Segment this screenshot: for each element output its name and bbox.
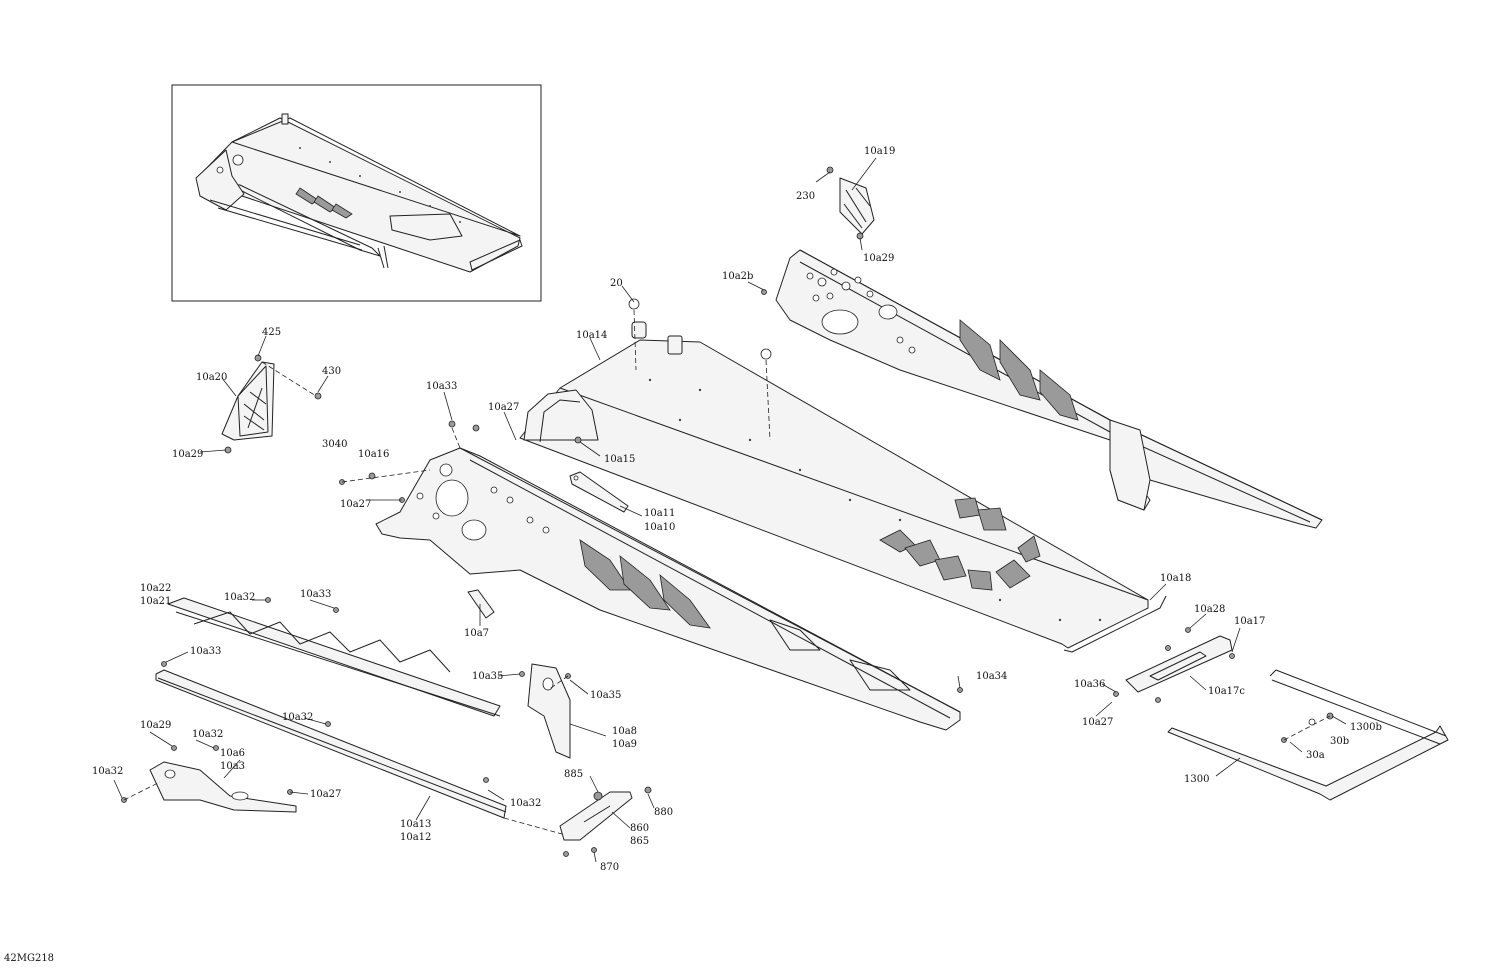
fasteners: [121, 166, 1334, 857]
label-230: 230: [796, 191, 815, 202]
label-10a17: 10a17: [1234, 616, 1265, 627]
assembly-lines: [123, 309, 1331, 835]
plate-860: [559, 791, 633, 841]
label-10a27: 10a27: [340, 499, 371, 510]
label-10a32: 10a32: [92, 766, 123, 777]
bracket-10a11: [569, 471, 629, 513]
label-10a16: 10a16: [358, 449, 389, 460]
label-10a27: 10a27: [310, 789, 341, 800]
label-1300b: 1300b: [1350, 722, 1382, 733]
strip-10a18: [1063, 595, 1167, 653]
label-30b: 30b: [1330, 736, 1349, 747]
label-10a33: 10a33: [300, 589, 331, 600]
tunnel-top-panel: [519, 321, 1149, 649]
label-10a32: 10a32: [510, 798, 541, 809]
label-1300: 1300: [1184, 774, 1209, 785]
label-10a8: 10a8: [612, 726, 637, 737]
label-865: 865: [630, 836, 649, 847]
label-10a33: 10a33: [426, 381, 457, 392]
label-10a35: 10a35: [590, 690, 621, 701]
label-10a29: 10a29: [863, 253, 894, 264]
label-10a34: 10a34: [976, 671, 1007, 682]
label-870: 870: [600, 862, 619, 873]
overview-assembly-drawing: [195, 113, 523, 273]
label-10a18: 10a18: [1160, 573, 1191, 584]
label-10a17c: 10a17c: [1208, 686, 1245, 697]
label-10a28: 10a28: [1194, 604, 1225, 615]
label-3040: 3040: [322, 439, 347, 450]
front-reinforcement-10a6: [149, 761, 297, 813]
label-10a27: 10a27: [1082, 717, 1113, 728]
label-880: 880: [654, 807, 673, 818]
label-20: 20: [610, 278, 623, 289]
label-10a36: 10a36: [1074, 679, 1105, 690]
label-10a3: 10a3: [220, 761, 245, 772]
label-10a9: 10a9: [612, 739, 637, 750]
label-10a2b: 10a2b: [722, 271, 753, 282]
label-425: 425: [262, 327, 281, 338]
part-labels: 10a19 230 10a29 10a2b 20 10a14 425 10a20…: [4, 146, 1382, 964]
label-10a32: 10a32: [224, 592, 255, 603]
label-10a32: 10a32: [282, 712, 313, 723]
label-10a7: 10a7: [464, 628, 489, 639]
bumper-1300: [1167, 669, 1449, 801]
label-885: 885: [564, 769, 583, 780]
running-board-10a22: [167, 597, 501, 717]
leader-lines: [113, 157, 1347, 863]
label-10a21: 10a21: [140, 596, 171, 607]
label-10a29: 10a29: [140, 720, 171, 731]
overview-inset: [171, 84, 542, 302]
label-10a20: 10a20: [196, 372, 227, 383]
label-10a12: 10a12: [400, 832, 431, 843]
label-10a10: 10a10: [644, 522, 675, 533]
front-bracket-10a20: [221, 361, 275, 441]
label-10a19: 10a19: [864, 146, 895, 157]
bracket-10a7: [467, 589, 495, 619]
label-10a35: 10a35: [472, 671, 503, 682]
label-430: 430: [322, 366, 341, 377]
left-side-rail: [375, 447, 961, 731]
plate-10a8: [527, 663, 571, 759]
label-860: 860: [630, 823, 649, 834]
label-10a11: 10a11: [644, 508, 675, 519]
label-10a15: 10a15: [604, 454, 635, 465]
rear-bracket-10a19: [839, 177, 875, 235]
label-10a13: 10a13: [400, 819, 431, 830]
diagram-code: 42MG218: [4, 953, 54, 964]
label-10a6: 10a6: [220, 748, 245, 759]
label-10a32: 10a32: [192, 729, 223, 740]
label-10a33: 10a33: [190, 646, 221, 657]
lower-edge-10a13: [155, 669, 507, 819]
label-30a: 30a: [1306, 750, 1325, 761]
label-10a29: 10a29: [172, 449, 203, 460]
label-10a14: 10a14: [576, 330, 607, 341]
label-10a22: 10a22: [140, 583, 171, 594]
right-side-rail: [775, 249, 1323, 529]
label-10a27: 10a27: [488, 402, 519, 413]
plate-10a17: [1125, 635, 1233, 693]
